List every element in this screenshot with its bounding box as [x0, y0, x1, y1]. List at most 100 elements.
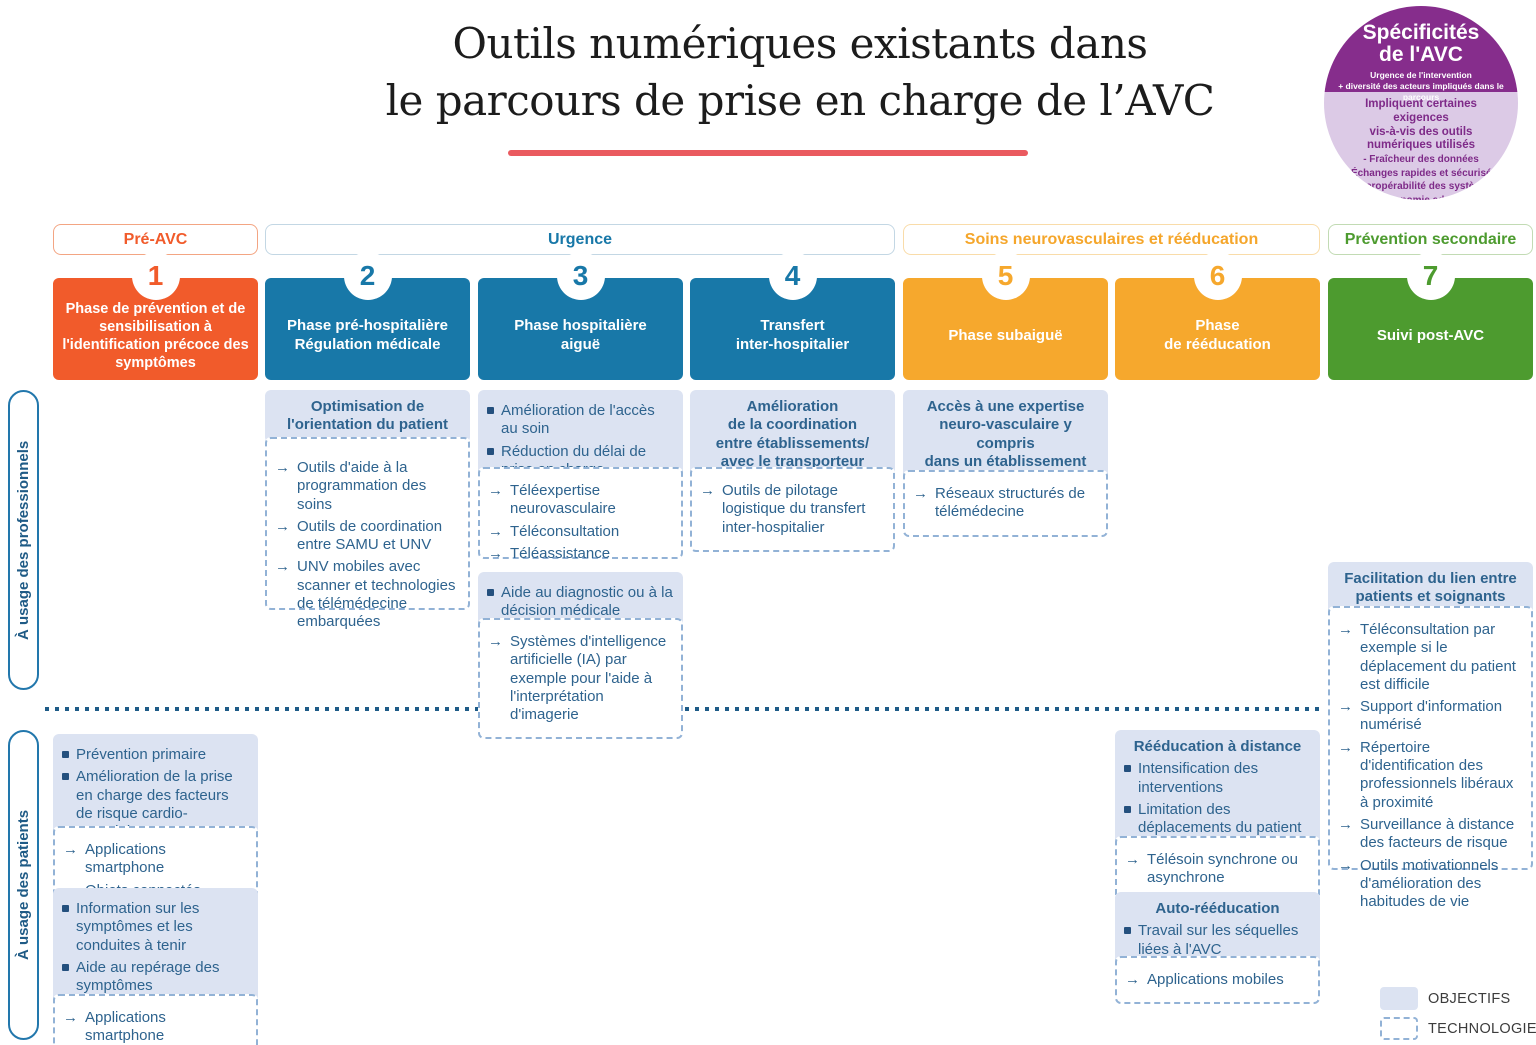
- badge-item-2: - Échanges rapides et sécurisés: [1344, 167, 1498, 179]
- list-item: Amélioration de l'accès au soin: [487, 402, 674, 439]
- legend-technologies-swatch: [1380, 1017, 1418, 1040]
- phase-7-title: Suivi post-AVC: [1376, 326, 1485, 344]
- badge-item-1: - Fraîcheur des données: [1363, 154, 1479, 166]
- list-item: Aide au repérage des symptômes: [62, 959, 249, 996]
- phase-3-number: 3: [556, 252, 605, 300]
- badge-body-title: Impliquent certaines exigences vis-à-vis…: [1365, 98, 1477, 152]
- badge-subtitle-line1: Urgence de l'intervention: [1370, 70, 1472, 81]
- list-item: Aide au diagnostic ou à la décision médi…: [487, 584, 674, 621]
- objective-title: Amélioration de la coordination entre ét…: [715, 398, 870, 470]
- arrow-icon: →: [1125, 851, 1140, 868]
- list-item-text: Aide au repérage des symptômes: [76, 958, 220, 995]
- list-item-text: Limitation des déplacements du patient: [1138, 800, 1302, 837]
- list-item-text: Surveillance à distance des facteurs de …: [1360, 815, 1515, 852]
- arrow-icon: →: [275, 459, 290, 476]
- phase-2-number: 2: [343, 252, 392, 300]
- list-item-text: Aide au diagnostic ou à la décision médi…: [501, 584, 673, 620]
- legend-objectifs-label: OBJECTIFS: [1428, 991, 1511, 1007]
- square-bullet-icon: [1124, 805, 1131, 813]
- list-item-text: Outils de coordination entre SAMU et UNV: [297, 517, 443, 554]
- page-title: Outils numériques existants dans le parc…: [350, 16, 1250, 129]
- objective-title: Rééducation à distance: [1133, 738, 1302, 755]
- arrow-icon: →: [275, 558, 290, 576]
- list-item-text: Téléassistance: [510, 544, 611, 562]
- phase-3-box: 3 Phase hospitalière aiguë: [478, 252, 683, 380]
- list-item-text: Télésoin synchrone ou asynchrone: [1147, 851, 1298, 887]
- phase-1-box: 1 Phase de prévention et de sensibilisat…: [53, 252, 258, 380]
- list-item-text: Applications mobiles: [1147, 971, 1284, 988]
- page-title-line2: le parcours de prise en charge de l’AVC: [385, 75, 1215, 125]
- list-item: Limitation des déplacements du patient: [1124, 801, 1311, 838]
- section-divider-dotted-line: [45, 707, 1322, 711]
- avc-specifics-badge: Spécificités de l'AVC Urgence de l'inter…: [1324, 6, 1518, 200]
- phase-7-box: 7 Suivi post-AVC: [1328, 252, 1533, 380]
- pat-phase1-objective-box-2: Information sur les symptômes et les con…: [53, 888, 258, 1008]
- phase-6-title: Phase de rééducation: [1164, 317, 1271, 353]
- legend-technologies-label: TECHNOLOGIES: [1428, 1021, 1536, 1037]
- objective-title: Optimisation de l'orientation du patient: [286, 398, 449, 434]
- list-item-text: Travail sur les séquelles liées à l'AVC: [1138, 922, 1299, 958]
- pro-phase5-tech-box: →Réseaux structurés de télémédecine: [903, 470, 1108, 537]
- list-item-text: Téléconsultation par exemple si le dépla…: [1360, 621, 1516, 693]
- title-underline: [508, 150, 1028, 156]
- pro-phase7-tech-box: → Téléconsultation par exemple si le dépl…: [1328, 606, 1533, 910]
- badge-item-4: - Ergonomie adaptée: [1340, 194, 1502, 200]
- list-item: →Support d'information numérisé: [1338, 698, 1523, 735]
- list-item: →Téléconsultation: [488, 523, 673, 541]
- list-item-text: UNV mobiles avec scanner et technologies…: [297, 558, 456, 631]
- list-item-text: Amélioration de l'accès au soin: [501, 402, 655, 438]
- list-item: → UNV mobiles avec scanner et technologie…: [275, 558, 460, 631]
- pat-phase1-tech-box-2: →Applications smartphone→Objets connecté…: [53, 994, 258, 1045]
- list-item: →Outils de coordination entre SAMU et UN…: [275, 518, 460, 555]
- list-item-text: Téléconsultation: [510, 522, 620, 540]
- phase-6-number: 6: [1193, 252, 1242, 300]
- arrow-icon: →: [1338, 815, 1353, 833]
- list-item: →Applications smartphone: [63, 841, 248, 878]
- pro-phase2-objective-box: Optimisation de l'orientation du patient: [265, 390, 470, 443]
- list-item-text: Outils de pilotage logistique du transfe…: [722, 482, 866, 536]
- arrow-icon: →: [63, 1009, 78, 1026]
- list-item: →Systèmes d'intelligence artificielle (I…: [488, 633, 673, 724]
- square-bullet-icon: [487, 447, 494, 455]
- category-pre-avc: Pré-AVC: [53, 224, 258, 255]
- badge-subtitle-line2: + diversité des acteurs impliqués dans l…: [1338, 81, 1504, 103]
- arrow-icon: →: [1338, 738, 1353, 756]
- square-bullet-icon: [1124, 765, 1131, 773]
- pat-phase6-tech-box-1: → Télésoin synchrone ou asynchrone: [1115, 836, 1320, 903]
- badge-title-line1: Spécificités: [1362, 21, 1480, 44]
- list-item: →Applications smartphone: [63, 1009, 248, 1045]
- square-bullet-icon: [62, 773, 69, 781]
- objective-items: Travail sur les séquelles liées à l'AVC: [1124, 922, 1311, 959]
- phase-6-box: 6 Phase de rééducation: [1115, 252, 1320, 380]
- square-bullet-icon: [62, 751, 69, 758]
- pro-phase3-tech-box-1: →Téléexpertise neurovasculaire→Téléconsu…: [478, 467, 683, 562]
- list-item-text: Répertoire d'identification des professi…: [1360, 738, 1514, 811]
- phase-2-box: 2 Phase pré-hospitalière Régulation médi…: [265, 252, 470, 380]
- arrow-icon: →: [488, 544, 503, 562]
- pro-phase4-objective-box: Amélioration de la coordination entre ét…: [690, 390, 895, 480]
- pat-phase6-objective-box-1: Rééducation à distance Intensification d…: [1115, 730, 1320, 850]
- list-item: →Réseaux structurés de télémédecine: [913, 485, 1098, 522]
- arrow-icon: →: [913, 485, 928, 502]
- pro-phase3-tech-box-2: →Systèmes d'intelligence artificielle (I…: [478, 618, 683, 740]
- objective-title: Facilitation du lien entre patients et s…: [1344, 570, 1517, 606]
- list-item-text: Support d'information numérisé: [1360, 698, 1503, 734]
- phase-4-number: 4: [768, 252, 817, 300]
- pat-phase6-tech-box-2: →Applications mobiles: [1115, 956, 1320, 1005]
- list-item-text: Systèmes d'intelligence artificielle (IA…: [510, 633, 667, 724]
- list-item-text: Prévention primaire: [76, 746, 207, 763]
- objective-title: Auto-rééducation: [1155, 900, 1280, 917]
- phase-1-number: 1: [131, 252, 180, 300]
- list-item: → Surveillance à distance des facteurs de…: [1338, 816, 1523, 853]
- square-bullet-icon: [62, 963, 69, 971]
- phase-5-title: Phase subaiguë: [948, 326, 1063, 344]
- list-item: → Répertoire d'identification des profess…: [1338, 739, 1523, 812]
- list-item: Travail sur les séquelles liées à l'AVC: [1124, 922, 1311, 959]
- arrow-icon: →: [1338, 856, 1353, 874]
- category-urgence: Urgence: [265, 224, 895, 255]
- list-item: →Outils de pilotage logistique du transf…: [700, 482, 885, 537]
- square-bullet-icon: [487, 407, 494, 414]
- list-item: → Télésoin synchrone ou asynchrone: [1125, 851, 1310, 888]
- badge-subtitle: Urgence de l'intervention + diversité de…: [1324, 70, 1518, 103]
- phase-2-title: Phase pré-hospitalière Régulation médica…: [287, 317, 448, 353]
